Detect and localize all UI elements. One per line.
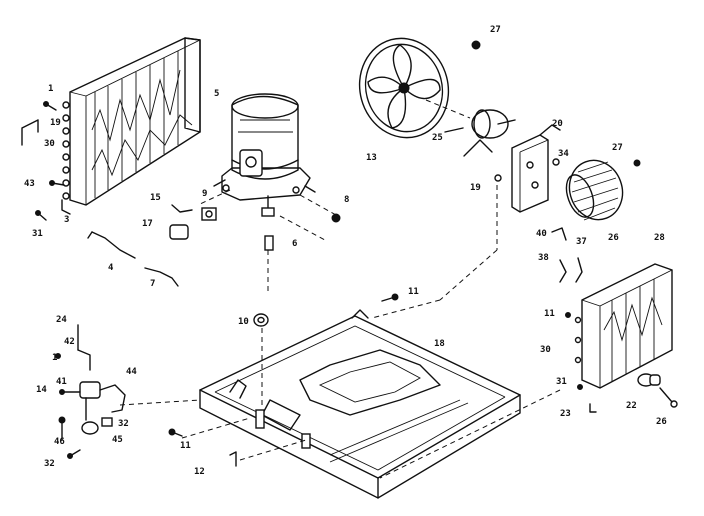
drain-parts	[565, 312, 678, 413]
callout-26b: 26	[656, 417, 667, 427]
callout-13: 13	[366, 153, 377, 163]
callout-24: 24	[56, 315, 67, 325]
callout-38: 38	[538, 253, 549, 263]
callout-26a: 26	[608, 233, 619, 243]
coil-return-bends	[62, 101, 70, 200]
coil-bracket	[21, 101, 65, 221]
callout-19: 19	[50, 118, 61, 128]
assembly-guide-lines	[119, 99, 561, 479]
callout-labels: 1 19 30 43 3 31 4 7 5 9 15 17 8 6 13 27 …	[24, 25, 667, 477]
callout-22: 22	[626, 401, 637, 411]
callout-7: 7	[150, 279, 155, 289]
callout-41: 41	[56, 377, 67, 387]
callout-30a: 30	[44, 139, 55, 149]
coil-fins	[91, 51, 193, 198]
callout-30b: 30	[540, 345, 551, 355]
fan-motor	[444, 109, 516, 157]
refrigerant-tubes	[87, 231, 179, 287]
callout-20: 20	[552, 119, 563, 129]
callout-28: 28	[654, 233, 665, 243]
compressor	[213, 93, 316, 217]
callout-43: 43	[24, 179, 35, 189]
callout-1: 1	[48, 84, 53, 94]
callout-37: 37	[576, 237, 587, 247]
callout-34: 34	[558, 149, 569, 159]
callout-27a: 27	[490, 25, 501, 35]
callout-15: 15	[150, 193, 161, 203]
clips-and-brackets	[551, 227, 583, 283]
callout-17: 17	[142, 219, 153, 229]
callout-1b: 1	[52, 353, 57, 363]
callout-40: 40	[536, 229, 547, 239]
condenser-coil	[61, 37, 201, 215]
callout-11b: 11	[408, 287, 419, 297]
callout-3: 3	[64, 215, 69, 225]
callout-14: 14	[36, 385, 47, 395]
base-hardware	[168, 293, 399, 467]
callout-12: 12	[194, 467, 205, 477]
callout-32b: 32	[44, 459, 55, 469]
screws-upper	[471, 40, 641, 182]
valve-assembly	[55, 324, 126, 459]
evaporator-coil	[574, 263, 673, 389]
motor-bracket	[511, 124, 561, 213]
callout-45: 45	[112, 435, 123, 445]
callout-42: 42	[64, 337, 75, 347]
callout-10: 10	[238, 317, 249, 327]
compressor-electricals	[169, 204, 217, 240]
callout-6: 6	[292, 239, 297, 249]
callout-27b: 27	[612, 143, 623, 153]
callout-8: 8	[344, 195, 349, 205]
callout-11a: 11	[544, 309, 555, 319]
callout-32a: 32	[118, 419, 129, 429]
fan-blade	[358, 37, 450, 139]
callout-5: 5	[214, 89, 219, 99]
callout-11c: 11	[180, 441, 191, 451]
callout-31b: 31	[556, 377, 567, 387]
base-pan	[199, 309, 521, 499]
callout-9: 9	[202, 189, 207, 199]
callout-46: 46	[54, 437, 65, 447]
callout-19b: 19	[470, 183, 481, 193]
callout-25: 25	[432, 133, 443, 143]
callout-44: 44	[126, 367, 137, 377]
callout-4: 4	[108, 263, 114, 273]
mounting-grommets	[264, 213, 341, 251]
callout-18: 18	[434, 339, 445, 349]
blower-wheel	[565, 159, 624, 221]
callout-23: 23	[560, 409, 571, 419]
callout-31a: 31	[32, 229, 43, 239]
